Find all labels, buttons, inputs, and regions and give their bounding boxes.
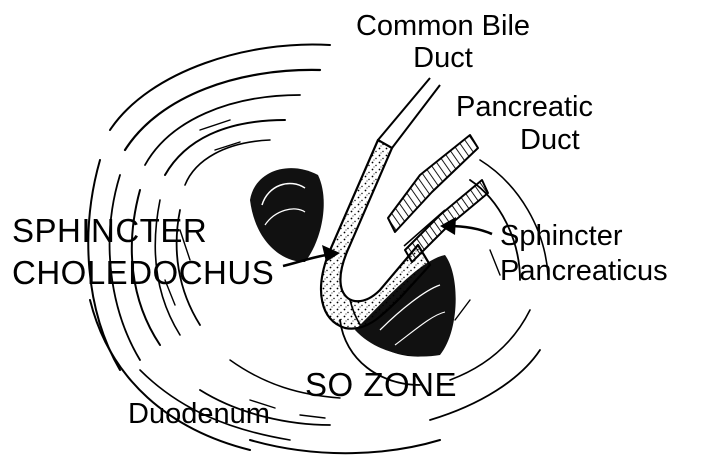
sphincter-pancreaticus-label-line1: Sphincter [500,222,623,251]
common-bile-duct-label-line2: Duct [352,44,534,73]
sphincter-choledochus-label-line2: CHOLEDOCHUS [12,256,274,289]
so-zone-label: SO ZONE [305,368,457,401]
duodenal-cavity-shadow [250,168,324,262]
common-bile-duct-label-line1: Common Bile [352,12,534,41]
duodenum-label: Duodenum [128,400,270,429]
sphincter-pancreaticus-label-line2: Pancreaticus [500,257,668,286]
pancreatic-duct-label-line1: Pancreatic [452,93,597,122]
pancreatic-duct [388,135,478,232]
pancreatic-duct-label-line2: Duct [520,126,580,155]
sphincter-choledochus-label-line1: SPHINCTER [12,214,207,247]
